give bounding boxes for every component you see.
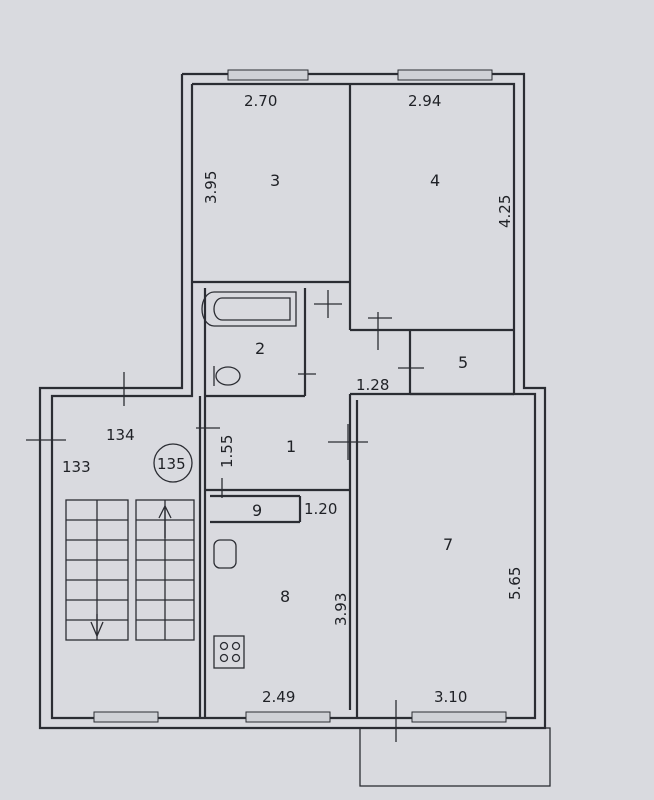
dim-room4-length: 4.25 bbox=[496, 195, 514, 228]
dim-room7-width: 3.10 bbox=[434, 688, 467, 706]
windows bbox=[93, 69, 507, 723]
stair-label-135: 135 bbox=[157, 455, 186, 473]
dim-room3-width: 2.70 bbox=[244, 92, 277, 110]
stair-label-134: 134 bbox=[106, 426, 135, 444]
dim-hall-length: 1.55 bbox=[218, 435, 236, 468]
stair-up-arrow-icon bbox=[158, 504, 172, 538]
fixtures bbox=[201, 291, 297, 669]
dimension-labels: 2.70 2.94 3.95 4.25 1.28 1.55 1.20 5.65 … bbox=[202, 92, 524, 706]
room-5-number: 5 bbox=[458, 353, 468, 372]
room-3-number: 3 bbox=[270, 171, 280, 190]
dim-corridor-width: 1.28 bbox=[356, 376, 389, 394]
dim-room4-width: 2.94 bbox=[408, 92, 441, 110]
stair-label-133: 133 bbox=[62, 458, 91, 476]
room-1-number: 1 bbox=[286, 437, 296, 456]
sink bbox=[213, 539, 237, 569]
dim-room7-length: 5.65 bbox=[506, 567, 524, 600]
dim-closet-width: 1.20 bbox=[304, 500, 337, 518]
interior-walls bbox=[192, 84, 514, 718]
stair-number-circle bbox=[153, 443, 193, 483]
stove bbox=[213, 635, 245, 669]
room-2-number: 2 bbox=[255, 339, 265, 358]
stair-down-arrow-icon bbox=[90, 614, 104, 638]
room-4-number: 4 bbox=[430, 171, 440, 190]
room-9-number: 9 bbox=[252, 501, 262, 520]
dim-room8-width: 2.49 bbox=[262, 688, 295, 706]
staircase bbox=[65, 443, 195, 641]
dim-room3-length: 3.95 bbox=[202, 171, 220, 204]
bathtub-inner bbox=[213, 297, 291, 321]
room-8-number: 8 bbox=[280, 587, 290, 606]
dim-room8-length: 3.93 bbox=[332, 593, 350, 626]
bathtub bbox=[201, 291, 297, 327]
room-7-number: 7 bbox=[443, 535, 453, 554]
outer-walls bbox=[38, 72, 551, 787]
door-marks bbox=[26, 290, 424, 742]
room-numbers: 3 4 2 5 1 9 7 8 bbox=[252, 171, 468, 606]
staircase-labels: 134 133 135 bbox=[62, 426, 186, 476]
toilet bbox=[215, 366, 241, 386]
